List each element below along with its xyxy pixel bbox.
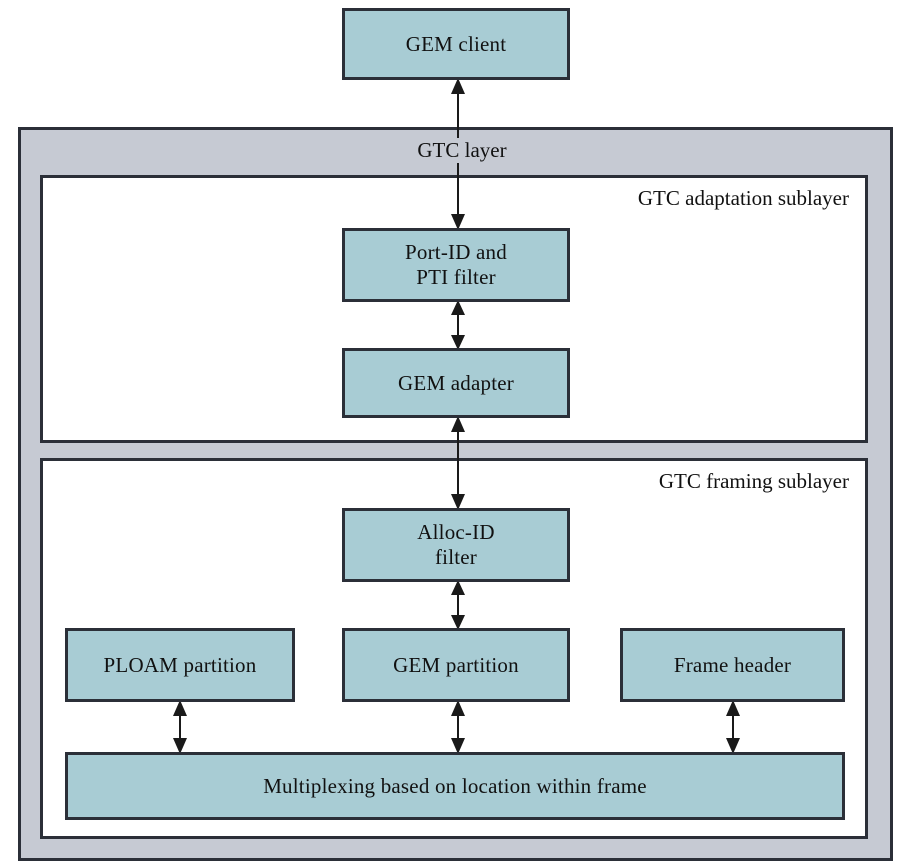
box-multiplexing-label: Multiplexing based on location within fr… bbox=[263, 773, 647, 798]
box-port-id-and-pti-filter-label: Port-ID and PTI filter bbox=[405, 240, 507, 289]
box-gem-partition-label: GEM partition bbox=[393, 652, 519, 677]
box-alloc-id-filter[interactable]: Alloc-ID filter bbox=[342, 508, 570, 582]
box-gem-client[interactable]: GEM client bbox=[342, 8, 570, 80]
gtc-layer-label: GTC layer bbox=[356, 138, 568, 163]
box-ploam-partition-label: PLOAM partition bbox=[103, 652, 257, 677]
box-gem-partition[interactable]: GEM partition bbox=[342, 628, 570, 702]
box-gem-adapter[interactable]: GEM adapter bbox=[342, 348, 570, 418]
box-gem-adapter-label: GEM adapter bbox=[398, 370, 514, 395]
connector-port-id-filter-to-gem-adapter bbox=[446, 300, 470, 350]
connector-gem-adapter-to-alloc-id-filter bbox=[446, 416, 470, 510]
box-port-id-and-pti-filter[interactable]: Port-ID and PTI filter bbox=[342, 228, 570, 302]
box-frame-header[interactable]: Frame header bbox=[620, 628, 845, 702]
box-frame-header-label: Frame header bbox=[673, 652, 792, 677]
connector-alloc-id-filter-to-gem-partition bbox=[446, 580, 470, 630]
connector-ploam-partition-to-multiplexing bbox=[168, 700, 192, 754]
box-multiplexing[interactable]: Multiplexing based on location within fr… bbox=[65, 752, 845, 820]
connector-gem-partition-to-multiplexing bbox=[446, 700, 470, 754]
box-alloc-id-filter-label: Alloc-ID filter bbox=[417, 520, 495, 569]
gtc-adaptation-sublayer-label: GTC adaptation sublayer bbox=[460, 186, 853, 211]
connector-frame-header-to-multiplexing bbox=[721, 700, 745, 754]
box-gem-client-label: GEM client bbox=[405, 31, 507, 56]
gtc-framing-sublayer-label: GTC framing sublayer bbox=[470, 469, 853, 494]
box-ploam-partition[interactable]: PLOAM partition bbox=[65, 628, 295, 702]
